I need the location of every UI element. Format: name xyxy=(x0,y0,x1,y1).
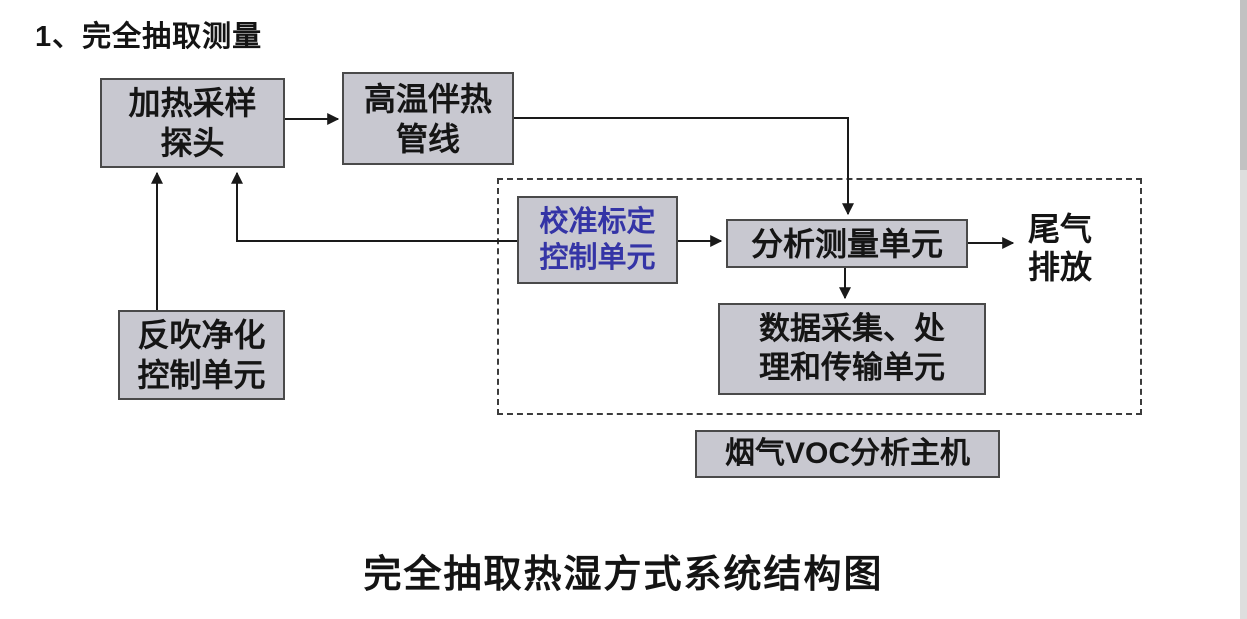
node-blowback-purge-control-unit: 反吹净化 控制单元 xyxy=(118,310,285,400)
scrollbar-thumb[interactable] xyxy=(1240,0,1247,170)
diagram-caption: 完全抽取热湿方式系统结构图 xyxy=(363,554,884,596)
label-flue-gas-voc-analyzer-host: 烟气VOC分析主机 xyxy=(695,430,1000,478)
arrow-calibration-to-probe xyxy=(231,171,517,242)
node-heat-traced-pipeline: 高温伴热 管线 xyxy=(342,72,514,165)
node-data-acquisition-unit: 数据采集、处 理和传输单元 xyxy=(718,303,986,395)
label-exhaust-discharge: 尾气 排放 xyxy=(1028,211,1093,286)
page-title: 1、完全抽取测量 xyxy=(35,21,263,53)
scrollbar-track[interactable] xyxy=(1240,0,1247,619)
node-calibration-control-unit: 校准标定 控制单元 xyxy=(517,196,678,284)
node-heated-sampling-probe: 加热采样 探头 xyxy=(100,78,285,168)
node-analysis-measurement-unit: 分析测量单元 xyxy=(726,219,968,268)
